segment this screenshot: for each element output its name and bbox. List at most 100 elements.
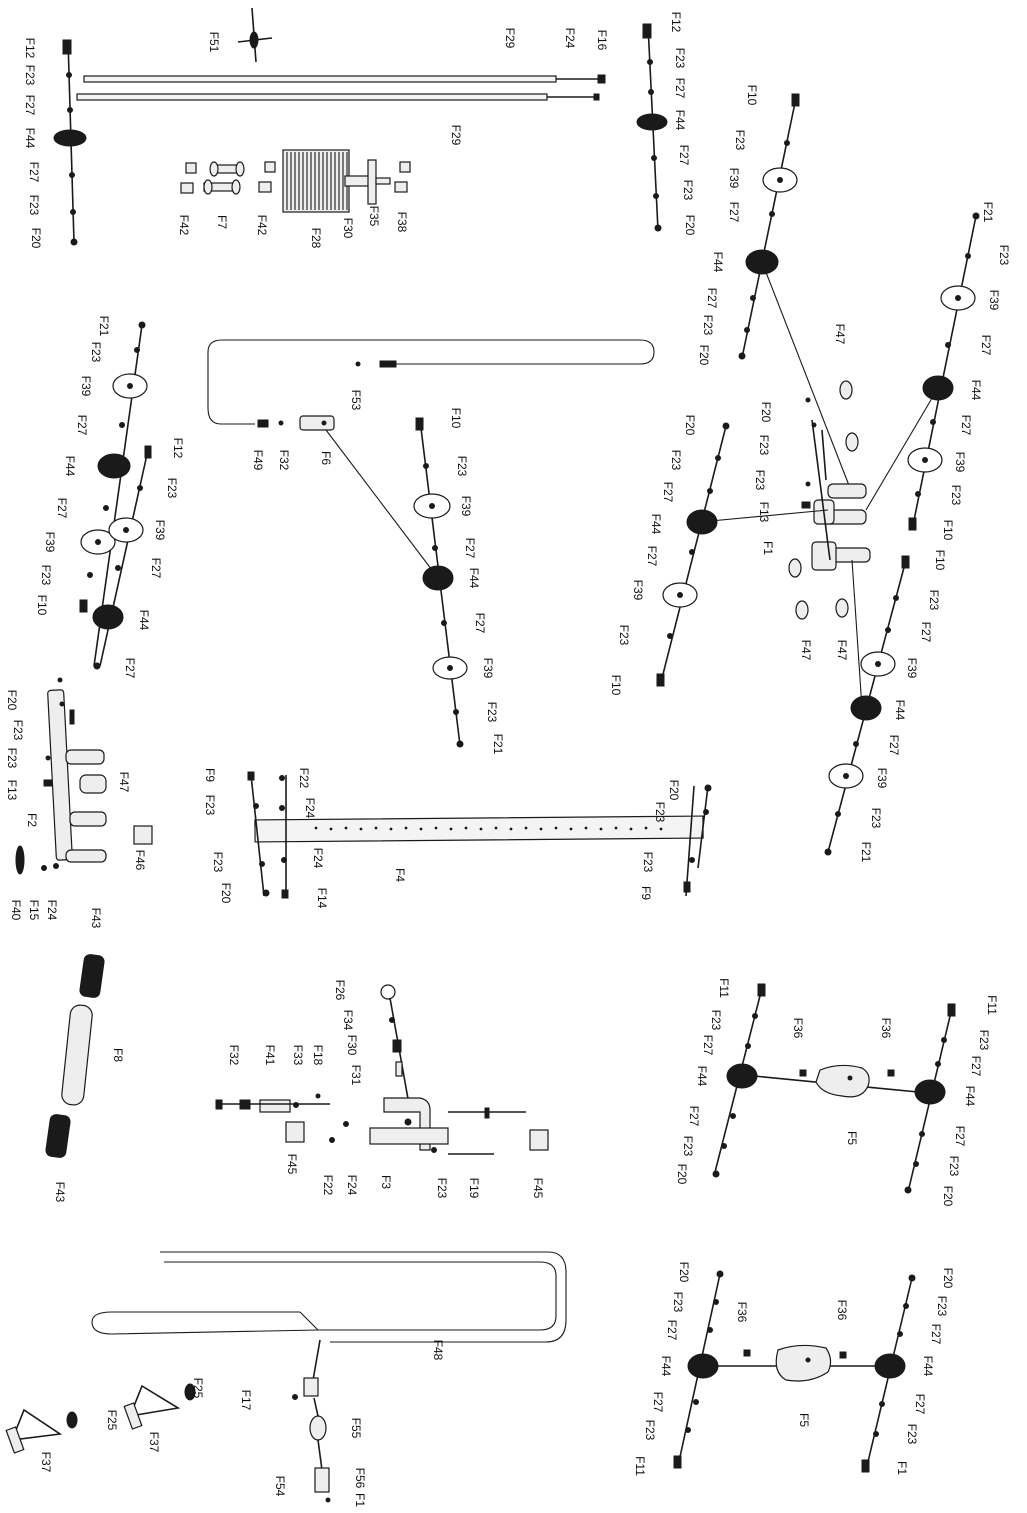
part-label-f20: F20 [5,690,19,711]
part-label-f11: F11 [985,995,999,1015]
bracket-f2 [15,677,153,875]
part-label-f23: F23 [485,702,499,723]
part-label-f20: F20 [941,1186,955,1207]
part-label-f23: F23 [977,1030,991,1051]
part-label-f49: F49 [251,450,265,471]
part-label-f25: F25 [105,1410,119,1431]
part-label-f10: F10 [449,408,463,429]
part-label-f33: F33 [291,1045,305,1066]
part-label-f44: F44 [23,128,37,149]
part-label-f20: F20 [759,402,773,423]
part-label-f27: F27 [979,335,993,356]
part-label-f45: F45 [531,1178,545,1199]
part-label-f29: F29 [503,28,517,49]
part-label-f42: F42 [255,215,269,236]
part-label-f23: F23 [23,65,37,86]
part-label-f44: F44 [467,568,481,589]
part-label-f2: F2 [25,813,39,827]
pulley-stack-top-right [636,23,668,232]
part-label-f39: F39 [631,580,645,601]
part-label-f16: F16 [595,30,609,51]
part-label-f23: F23 [211,852,225,873]
part-label-f7: F7 [215,215,229,229]
part-label-f48: F48 [431,1340,445,1361]
cable-f48 [91,1251,567,1503]
part-label-f44: F44 [711,252,725,273]
part-label-f23: F23 [669,450,683,471]
part-label-f27: F27 [705,288,719,309]
part-label-f39: F39 [727,168,741,189]
pulley-stack-top-left [53,39,87,246]
part-label-f23: F23 [681,1136,695,1157]
part-label-f26: F26 [333,980,347,1001]
part-label-f27: F27 [463,538,477,559]
part-label-f12: F12 [23,38,37,59]
part-label-f44: F44 [659,1356,673,1377]
part-label-f23: F23 [89,342,103,363]
part-label-f23: F23 [673,48,687,69]
part-label-f37: F37 [39,1452,53,1473]
pulley-chain-middle [325,417,468,748]
part-label-f44: F44 [963,1086,977,1107]
part-drawings [5,7,980,1503]
rod-f29-lower [76,93,600,101]
part-label-f27: F27 [969,1056,983,1077]
part-label-f20: F20 [29,228,43,249]
part-label-f39: F39 [481,658,495,679]
assembly-f5-lower [673,1270,916,1473]
part-label-f27: F27 [473,613,487,634]
part-label-f21: F21 [491,734,505,755]
part-label-f30: F30 [345,1035,359,1056]
part-label-f39: F39 [153,520,167,541]
part-label-f24: F24 [45,900,59,921]
part-label-f5: F5 [797,1413,811,1427]
part-label-f27: F27 [661,482,675,503]
assembly-f3 [215,984,549,1155]
part-label-f36: F36 [735,1302,749,1323]
part-label-f44: F44 [63,456,77,477]
part-label-f38: F38 [395,212,409,233]
part-label-f24: F24 [303,798,317,819]
part-label-f45: F45 [285,1154,299,1175]
part-label-f23: F23 [455,456,469,477]
part-label-f39: F39 [875,768,889,789]
part-label-f11: F11 [717,978,731,998]
part-label-f27: F27 [919,622,933,643]
part-label-f23: F23 [927,590,941,611]
part-label-f20: F20 [219,883,233,904]
part-label-f56: F56 [353,1468,367,1489]
part-label-f46: F46 [133,850,147,871]
part-label-f37: F37 [147,1432,161,1453]
part-label-f23: F23 [641,852,655,873]
part-label-f13: F13 [5,780,19,801]
part-label-f39: F39 [43,532,57,553]
rod-f29-upper [83,74,606,84]
part-label-f5: F5 [845,1131,859,1145]
part-label-f1: F1 [895,1461,909,1475]
part-label-f23: F23 [435,1178,449,1199]
part-label-f10: F10 [609,675,623,696]
handle-f8 [45,954,105,1158]
part-label-f23: F23 [949,485,963,506]
part-label-f10: F10 [933,550,947,571]
small-parts-top [180,161,411,195]
part-label-f23: F23 [681,180,695,201]
part-label-f36: F36 [835,1300,849,1321]
part-label-f39: F39 [79,376,93,397]
part-label-f23: F23 [709,1010,723,1031]
part-label-f23: F23 [905,1424,919,1445]
part-label-f11: F11 [633,1456,647,1476]
part-label-f20: F20 [667,780,681,801]
part-label-f43: F43 [89,908,103,929]
part-label-f23: F23 [11,720,25,741]
part-label-f13: F13 [757,502,771,523]
pulley-chain-left [79,321,152,670]
part-label-f23: F23 [869,808,883,829]
part-label-f39: F39 [905,658,919,679]
part-label-f9: F9 [203,768,217,782]
pulley-chain-right-top [738,93,851,489]
part-label-f24: F24 [563,28,577,49]
part-label-f40: F40 [9,900,23,921]
part-label-f21: F21 [859,842,873,863]
part-label-f3: F3 [379,1175,393,1189]
